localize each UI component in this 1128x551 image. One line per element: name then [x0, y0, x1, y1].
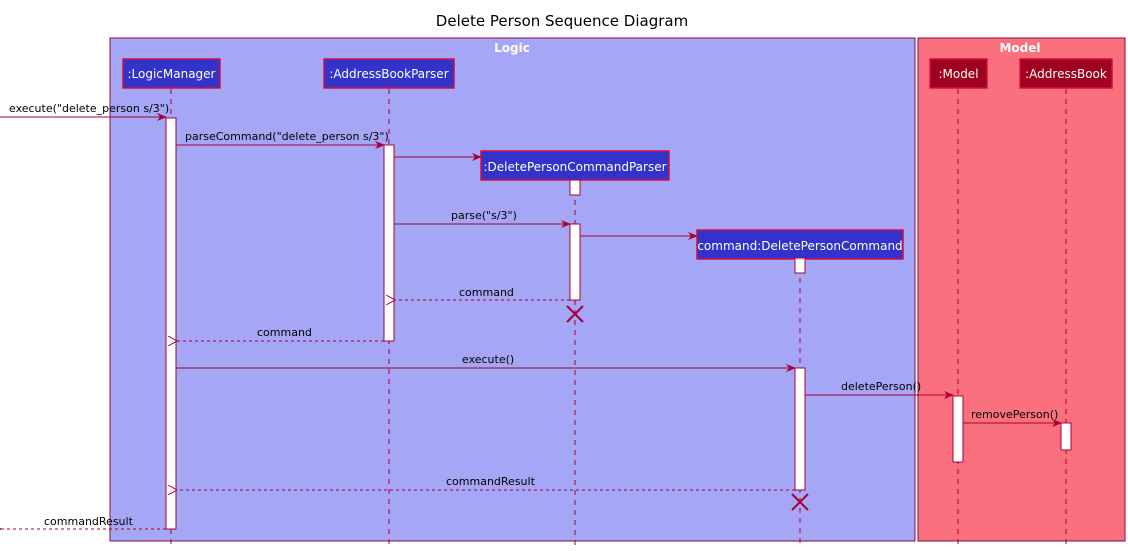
participant-logic-manager: :LogicManager: [122, 58, 221, 89]
participant-box: [1019, 58, 1113, 89]
message-label: parseCommand("delete_person s/3"): [185, 130, 389, 143]
activation-delete-person-command-init: [794, 257, 806, 274]
message-label: execute(): [462, 353, 514, 366]
model-group-label: Model: [999, 41, 1040, 55]
participant-delete-person-command-parser: :DeletePersonCommandParser: [480, 150, 670, 181]
activation-address-book-parser: [383, 144, 395, 342]
activation-logic-manager: [165, 117, 177, 530]
participant-label: :DeletePersonCommandParser: [483, 160, 666, 174]
participant-box: [929, 58, 988, 89]
participant-label: :AddressBookParser: [329, 67, 448, 81]
participant-model: :Model: [929, 58, 988, 89]
message-label: command: [257, 326, 312, 339]
participant-label: :Model: [938, 67, 978, 81]
message-label: execute("delete_person s/3"): [9, 102, 169, 115]
diagram-title: Delete Person Sequence Diagram: [436, 12, 688, 30]
activation-address-book: [1060, 422, 1072, 451]
message-label: deletePerson(): [841, 380, 921, 393]
destroy-delete-person-command-parser: [566, 305, 584, 323]
activation-delete-person-command-parser-parse: [569, 223, 581, 301]
message-label: commandResult: [446, 475, 536, 488]
message-label: commandResult: [44, 515, 134, 528]
logic-group-label: Logic: [494, 41, 530, 55]
participant-delete-person-command: command:DeletePersonCommand: [696, 229, 904, 260]
participant-label: :AddressBook: [1025, 67, 1107, 81]
participant-label: command:DeletePersonCommand: [697, 239, 902, 253]
destroy-delete-person-command: [791, 493, 809, 511]
activation-delete-person-command-parser-init: [569, 179, 581, 196]
model-group-box: [917, 37, 1126, 542]
activation-model: [952, 395, 964, 463]
logic-group-box: [109, 37, 916, 542]
activation-bars: [165, 117, 1072, 530]
participant-address-book: :AddressBook: [1019, 58, 1113, 89]
participant-label: :LogicManager: [127, 67, 215, 81]
participant-box: [480, 150, 670, 181]
messages: [0, 113, 1062, 529]
activation-delete-person-command-execute: [794, 367, 806, 491]
participant-address-book-parser: :AddressBookParser: [323, 58, 455, 89]
message-label: command: [459, 286, 514, 299]
message-label: parse("s/3"): [451, 209, 517, 222]
participant-box: [323, 58, 455, 89]
message-label: removePerson(): [971, 408, 1058, 421]
participant-box: [122, 58, 221, 89]
